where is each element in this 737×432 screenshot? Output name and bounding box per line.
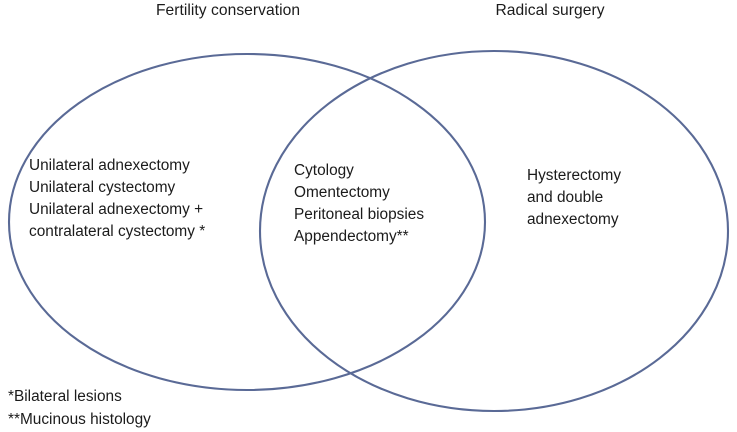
intersection-line-1: Cytology <box>294 162 354 179</box>
footnote-1: *Bilateral lesions <box>8 388 122 405</box>
right-only-line-3: adnexectomy <box>527 211 619 228</box>
left-only-line-3: Unilateral adnexectomy + <box>29 201 204 218</box>
left-only-line-4: contralateral cystectomy * <box>29 223 206 240</box>
region-right-only-text: Hysterectomy and double adnexectomy <box>527 165 621 231</box>
intersection-line-3: Peritoneal biopsies <box>294 206 425 223</box>
intersection-line-4: Appendectomy** <box>294 228 409 245</box>
footnote-2: **Mucinous histology <box>8 411 151 428</box>
right-only-line-1: Hysterectomy <box>527 167 622 184</box>
heading-radical-surgery: Radical surgery <box>495 2 605 19</box>
region-intersection-text: Cytology Omentectomy Peritoneal biopsies… <box>294 160 424 248</box>
right-only-line-2: and double <box>527 189 604 206</box>
intersection-line-2: Omentectomy <box>294 184 390 201</box>
heading-fertility-conservation: Fertility conservation <box>155 2 301 19</box>
venn-circle-left <box>9 54 485 390</box>
left-only-line-2: Unilateral cystectomy <box>29 179 176 196</box>
left-only-line-1: Unilateral adnexectomy <box>29 157 190 174</box>
region-left-only-text: Unilateral adnexectomy Unilateral cystec… <box>29 155 205 243</box>
footnotes-block: *Bilateral lesions **Mucinous histology <box>8 385 151 431</box>
venn-circle-right <box>260 51 728 411</box>
